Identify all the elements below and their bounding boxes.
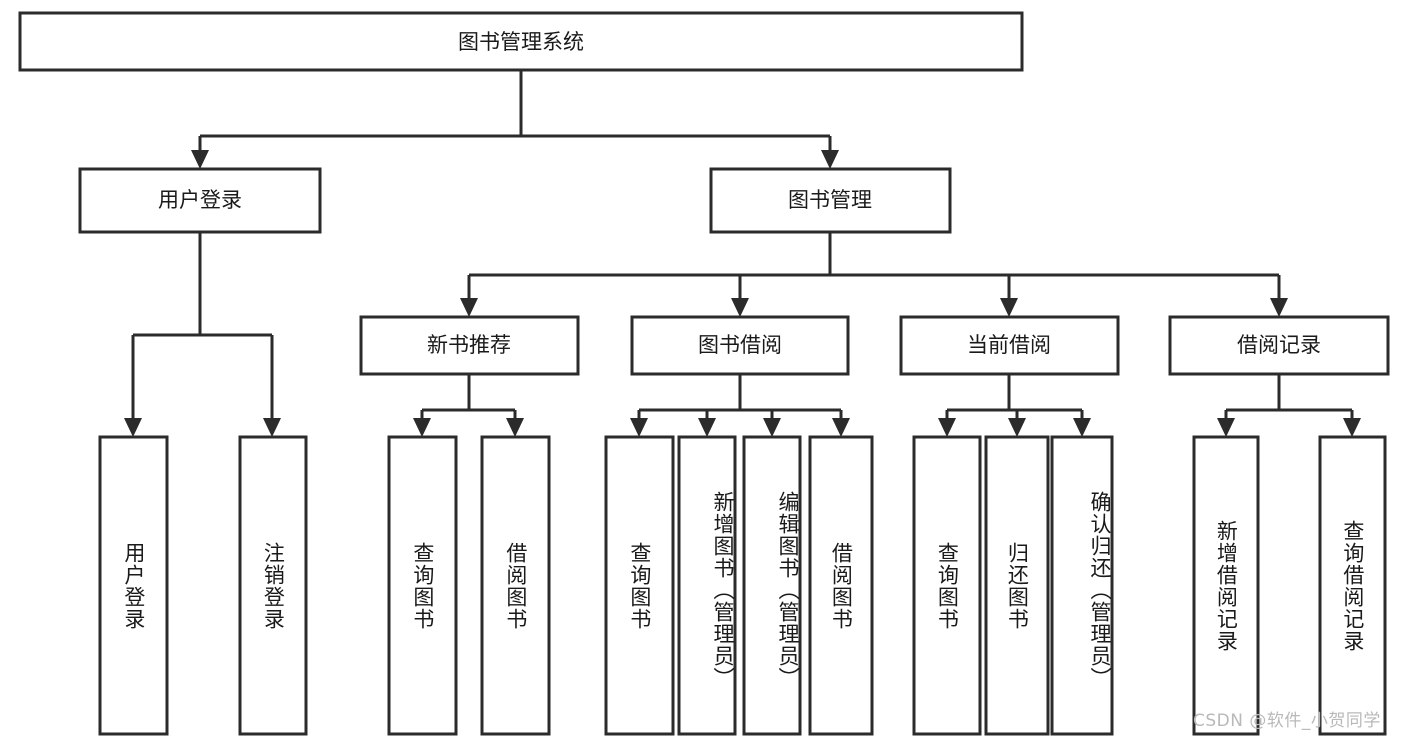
node-book-borrow-label: 图书借阅 xyxy=(698,333,782,357)
arrow-leaf-add-borrow-record xyxy=(1217,418,1235,437)
arrow-new-book-recommend xyxy=(460,298,478,317)
arrow-leaf-query-book-borrow xyxy=(630,418,648,437)
arrow-leaf-borrow-book xyxy=(832,418,850,437)
node-book-borrow-box[interactable] xyxy=(630,315,850,376)
arrow-leaf-query-book-current xyxy=(938,418,956,437)
arrow-borrow-record xyxy=(1270,298,1288,317)
node-current-borrow-box[interactable] xyxy=(899,315,1120,376)
arrow-leaf-confirm-return-admin xyxy=(1073,418,1091,437)
csdn-watermark: CSDN @软件_小贺同学 xyxy=(1193,711,1381,731)
node-new-book-recommend[interactable]: 新书推荐 xyxy=(359,315,580,376)
arrow-book-borrow xyxy=(731,298,749,317)
node-book-management[interactable]: 图书管理 xyxy=(709,167,952,234)
node-borrow-record-box[interactable] xyxy=(1168,315,1390,376)
node-book-borrow[interactable]: 图书借阅 xyxy=(630,315,850,376)
arrow-leaf-add-book-admin xyxy=(698,418,716,437)
arrow-to-bookmgmt xyxy=(821,150,839,169)
leaf-box-query-borrow-record[interactable] xyxy=(1318,435,1387,736)
leaf-box-query-book-current[interactable] xyxy=(912,435,982,736)
node-user-login-box[interactable] xyxy=(78,167,322,234)
node-root-box[interactable] xyxy=(18,11,1024,72)
node-root[interactable]: 图书管理系统 xyxy=(18,11,1024,72)
leaf-box-add-book-admin[interactable] xyxy=(677,435,737,736)
arrow-to-userlogin xyxy=(191,150,209,169)
node-borrow-record[interactable]: 借阅记录 xyxy=(1168,315,1390,376)
node-user-login-label: 用户登录 xyxy=(158,188,242,212)
leaf-box-logout[interactable] xyxy=(238,435,308,736)
node-current-borrow[interactable]: 当前借阅 xyxy=(899,315,1120,376)
arrow-leaf-return-book xyxy=(1008,418,1026,437)
node-new-book-recommend-label: 新书推荐 xyxy=(427,333,511,357)
arrow-leaf-user-login xyxy=(124,418,142,437)
leaf-box-user-login[interactable] xyxy=(98,435,169,736)
leaf-box-edit-book-admin[interactable] xyxy=(742,435,802,736)
leaf-box-layer xyxy=(98,435,1387,736)
node-new-book-recommend-box[interactable] xyxy=(359,315,580,376)
arrow-leaf-query-borrow-record xyxy=(1343,418,1361,437)
leaf-box-query-book-recommend[interactable] xyxy=(387,435,458,736)
connector-layer xyxy=(124,70,1361,437)
node-user-login[interactable]: 用户登录 xyxy=(78,167,322,234)
arrow-leaf-edit-book-admin xyxy=(763,418,781,437)
arrow-leaf-query-book-recommend xyxy=(413,418,431,437)
node-root-label: 图书管理系统 xyxy=(458,30,584,54)
leaf-box-add-borrow-record[interactable] xyxy=(1192,435,1260,736)
leaf-box-confirm-return-admin[interactable] xyxy=(1050,435,1114,736)
node-book-management-box[interactable] xyxy=(709,167,952,234)
arrow-current-borrow xyxy=(1000,298,1018,317)
node-current-borrow-label: 当前借阅 xyxy=(967,333,1051,357)
node-book-management-label: 图书管理 xyxy=(788,188,872,212)
node-borrow-record-label: 借阅记录 xyxy=(1237,333,1321,357)
arrow-leaf-borrow-book-recommend xyxy=(506,418,524,437)
leaf-box-query-book-borrow[interactable] xyxy=(604,435,675,736)
leaf-box-borrow-book-recommend[interactable] xyxy=(480,435,551,736)
leaf-box-return-book[interactable] xyxy=(984,435,1050,736)
arrow-leaf-logout xyxy=(263,418,281,437)
leaf-box-borrow-book[interactable] xyxy=(808,435,874,736)
